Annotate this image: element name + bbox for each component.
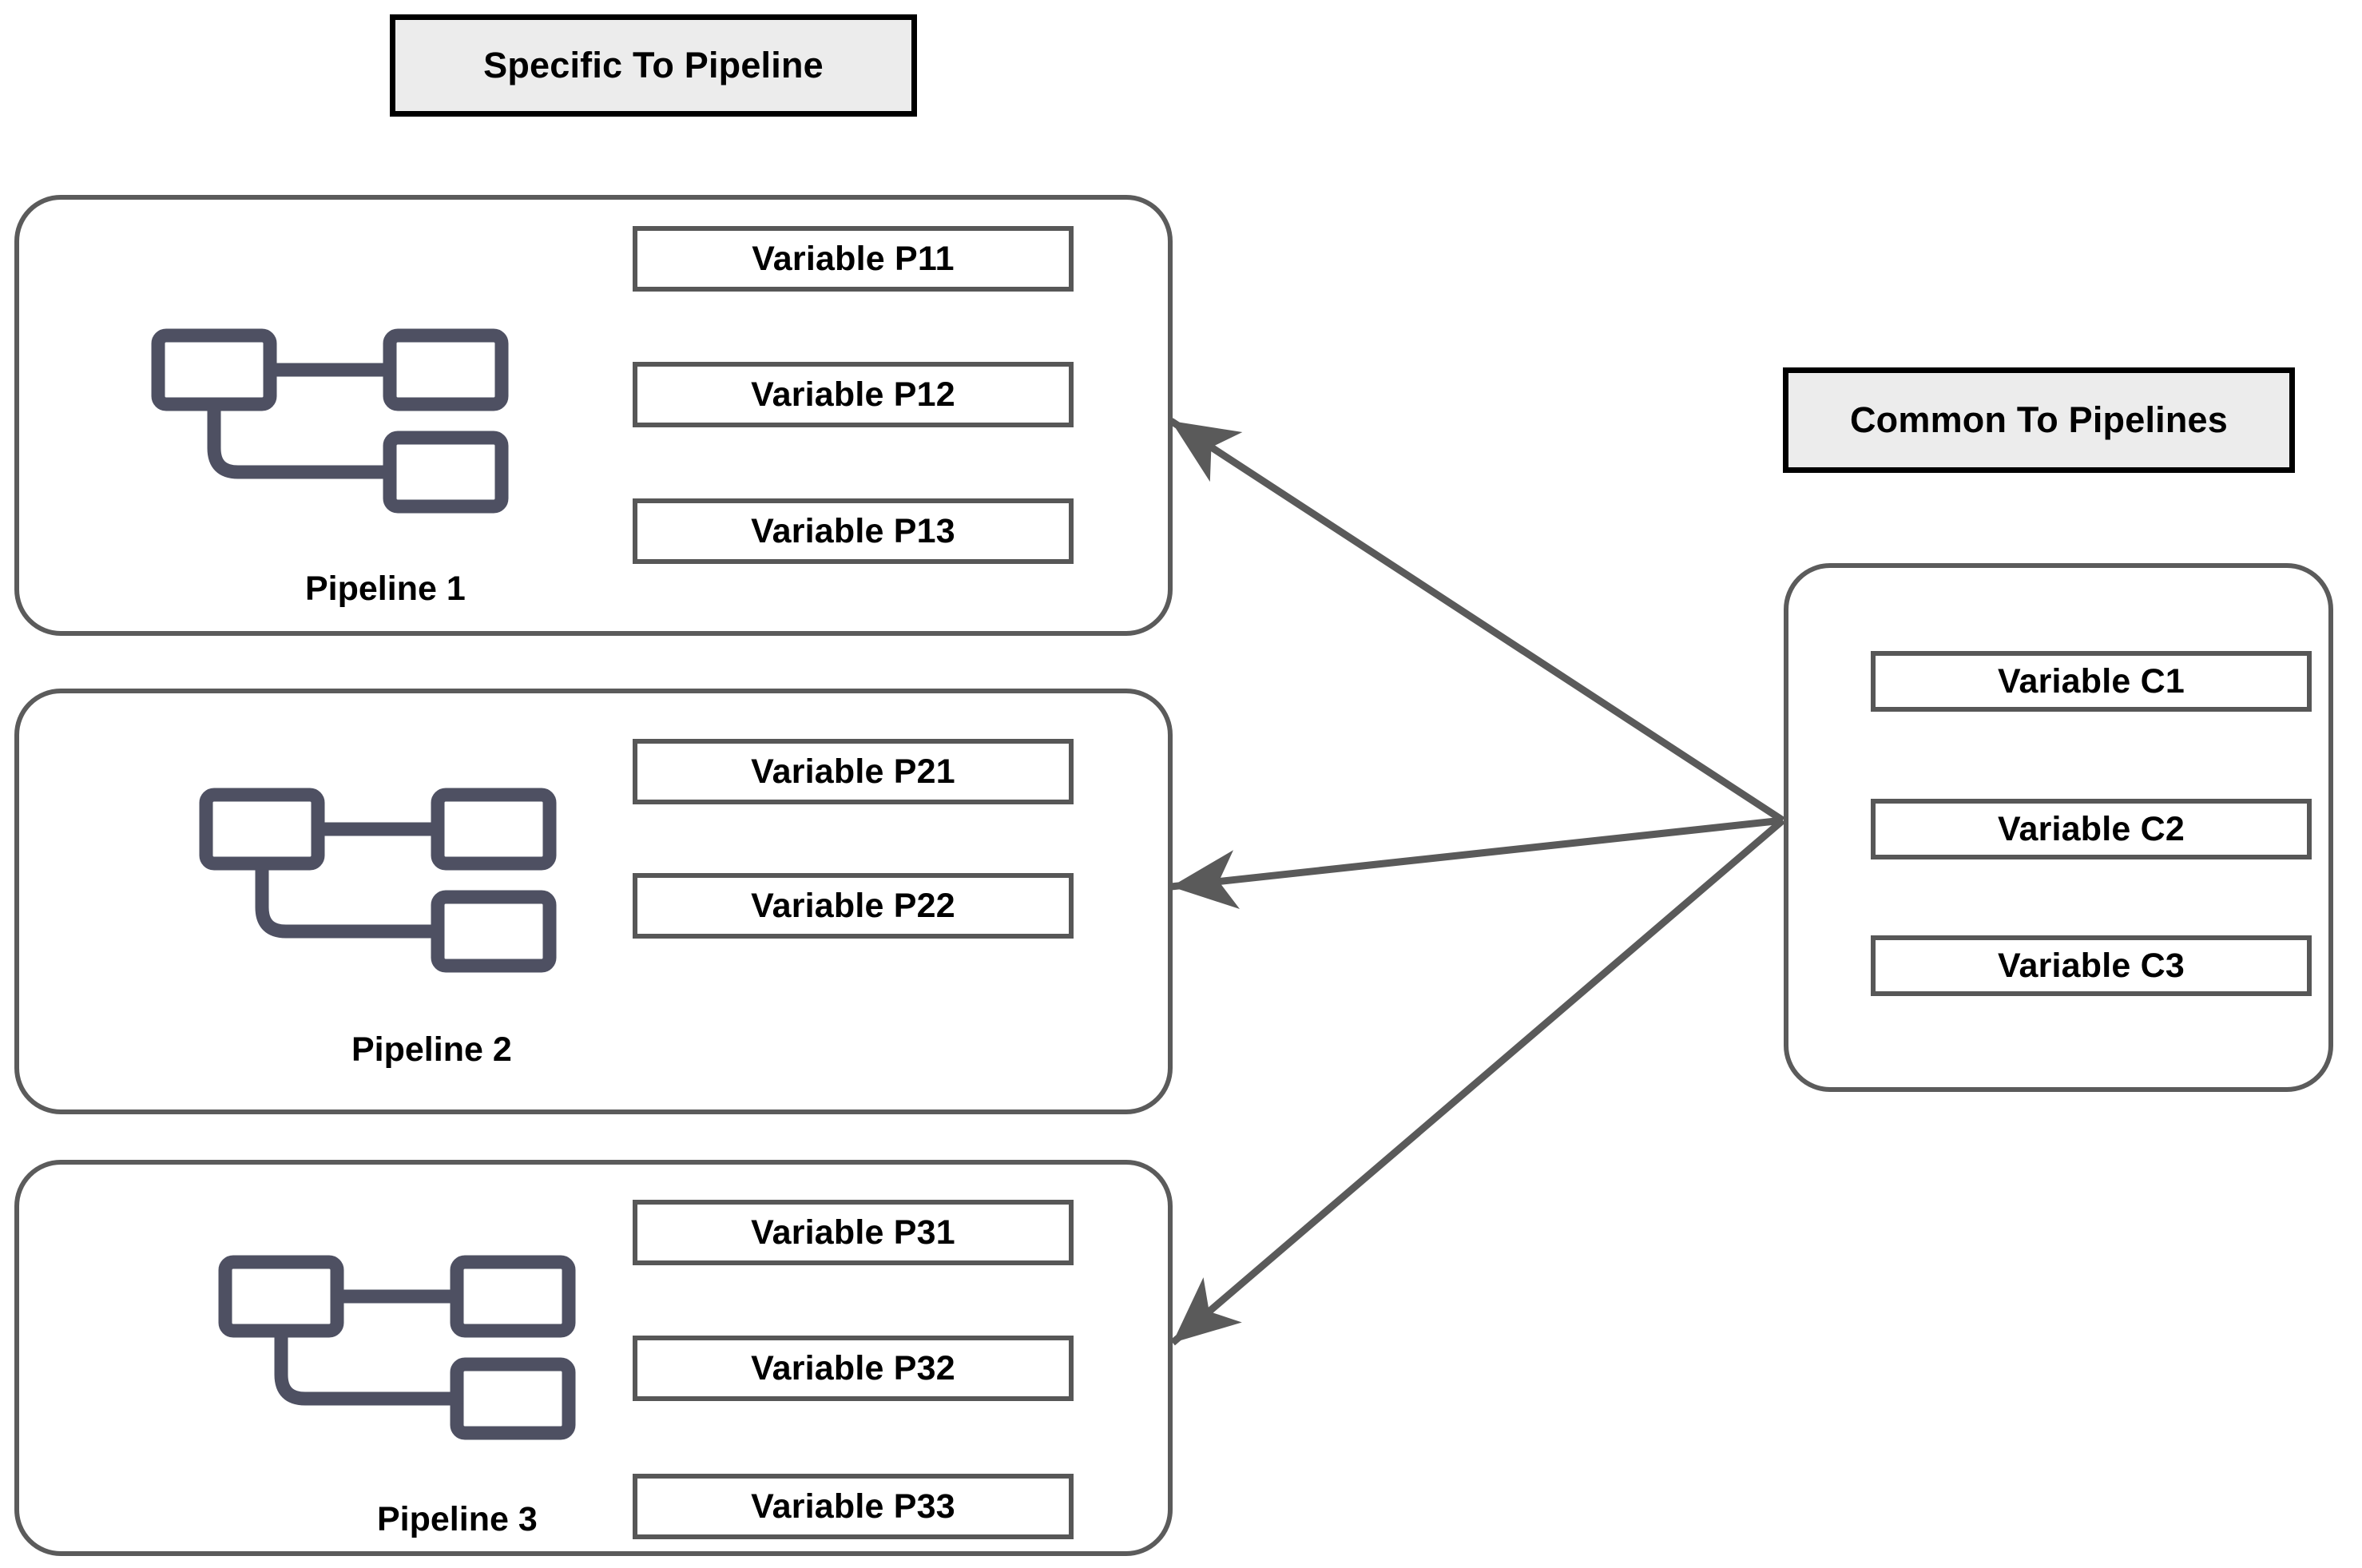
pipeline-hierarchy-icon: [218, 1255, 576, 1440]
variable-box-p22: Variable P22: [633, 873, 1074, 939]
pipeline-3-caption: Pipeline 3: [377, 1500, 538, 1538]
header-specific-to-pipeline: Specific To Pipeline: [390, 14, 917, 117]
pipeline-2-caption: Pipeline 2: [351, 1030, 512, 1069]
pipeline-hierarchy-icon: [199, 788, 557, 973]
arrow-common-to-pipeline-3: [1170, 817, 1785, 1346]
variable-box-p31: Variable P31: [633, 1200, 1074, 1265]
arrow-common-to-pipeline-2: [1170, 816, 1784, 910]
variable-box-c2: Variable C2: [1871, 799, 2312, 859]
pipeline-hierarchy-icon: [151, 328, 509, 514]
variable-box-p21: Variable P21: [633, 739, 1074, 804]
variable-box-p13: Variable P13: [633, 498, 1074, 564]
variable-box-p12: Variable P12: [633, 362, 1074, 427]
variable-box-p32: Variable P32: [633, 1336, 1074, 1401]
variable-box-c1: Variable C1: [1871, 651, 2312, 712]
header-common-to-pipelines: Common To Pipelines: [1783, 367, 2295, 473]
arrow-common-to-pipeline-1: [1169, 418, 1785, 824]
pipeline-1-caption: Pipeline 1: [305, 570, 466, 608]
variable-box-p33: Variable P33: [633, 1474, 1074, 1539]
variable-box-p11: Variable P11: [633, 226, 1074, 292]
variable-box-c3: Variable C3: [1871, 935, 2312, 996]
